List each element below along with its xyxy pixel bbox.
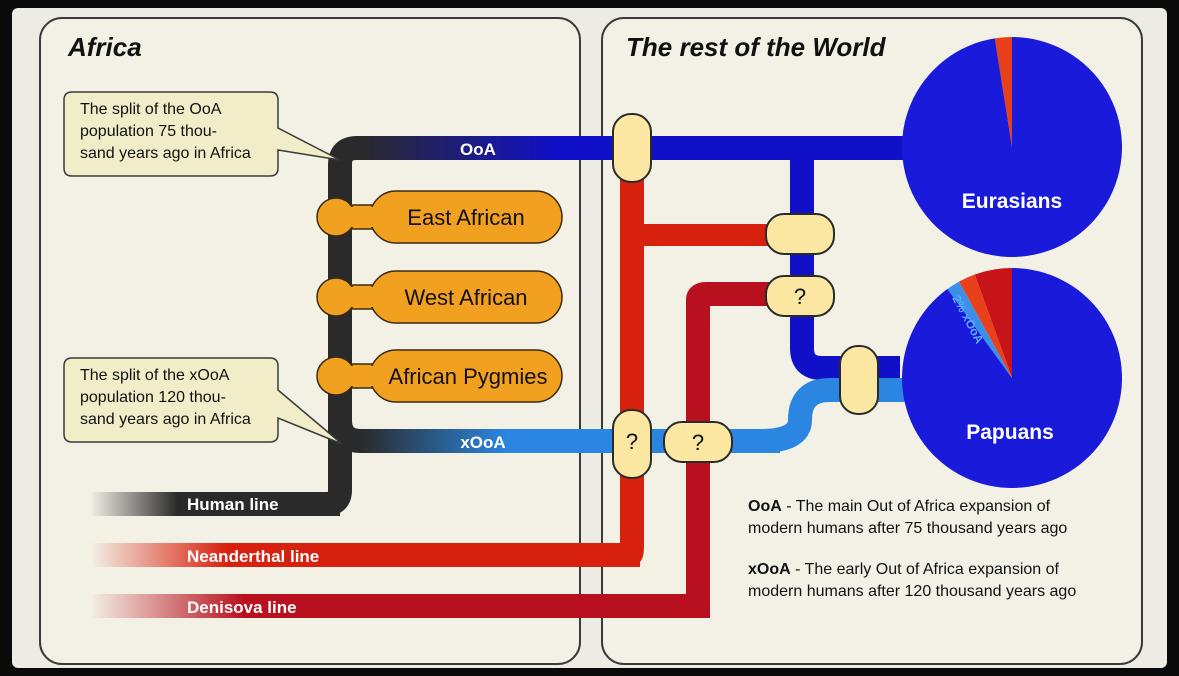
legend-ooa-term: OoA [748, 498, 782, 515]
pie-slice-neanderthal [959, 274, 1012, 378]
junction-denisova-unknown: ? [765, 275, 835, 317]
junction-papuan-merge [839, 345, 879, 415]
svg-text:The split of the OoA pop: The split of the OoA population 75 thou-… [80, 101, 251, 162]
junction-xooa-neanderthal-unknown: ? [612, 409, 652, 479]
svg-text:The split of the xOoA po: The split of the xOoA population 120 tho… [80, 367, 251, 428]
west-african-label: West African [404, 285, 527, 310]
east-african-label: East African [407, 205, 524, 230]
junction-eurasian-neanderthal [765, 213, 835, 255]
human-line-label: Human line [187, 495, 279, 514]
pie-slice-xooa [947, 281, 1012, 378]
xooa-line-label: xOoA [460, 433, 505, 452]
neanderthal-line [90, 140, 800, 567]
junction-ooa-neanderthal [612, 113, 652, 183]
pie-slice-denisova [974, 268, 1012, 378]
legend-xooa-line-1: xOoA - The early Out of Africa expansion… [748, 561, 1060, 578]
callout-ooa-line-3: sand years ago in Africa [80, 145, 251, 162]
legend-xooa-term: xOoA [748, 561, 791, 578]
population-east-african: East African [316, 190, 563, 244]
junction-xooa-denisova-qmark: ? [692, 430, 704, 455]
neanderthal-line-label: Neanderthal line [187, 547, 319, 566]
junction-denisova-qmark: ? [794, 284, 806, 309]
african-pygmies-label: African Pygmies [389, 364, 548, 389]
junction-xooa-neanderthal-qmark: ? [626, 429, 638, 454]
junction-xooa-denisova-unknown: ? [663, 421, 733, 463]
population-west-african: West African [316, 270, 563, 324]
legend-xooa-line-2: modern humans after 120 thousand years a… [748, 583, 1076, 600]
callout-ooa-line-1: The split of the OoA [80, 101, 222, 118]
pie-slice-neanderthal [994, 37, 1012, 147]
legend-ooa-line-2: modern humans after 75 thousand years ag… [748, 520, 1067, 537]
legend-ooa-desc-1: - The main Out of Africa expansion of [782, 498, 1051, 515]
callout-xooa-line-1: The split of the xOoA [80, 367, 230, 384]
callout-ooa-split: The split of the OoA population 75 thou-… [63, 91, 341, 177]
papuans-label: Papuans [966, 421, 1054, 444]
legend: OoA - The main Out of Africa expansion o… [748, 498, 1076, 600]
rest-of-world-panel-title: The rest of the World [626, 32, 887, 62]
population-african-pygmies: African Pygmies [316, 349, 563, 403]
legend-ooa-line-1: OoA - The main Out of Africa expansion o… [748, 498, 1051, 515]
ooa-line-label: OoA [460, 140, 496, 159]
callout-xooa-line-3: sand years ago in Africa [80, 411, 251, 428]
pie-slice-ooa [902, 268, 1122, 489]
denisova-line-label: Denisova line [187, 598, 297, 617]
callout-xooa-split: The split of the xOoA population 120 tho… [63, 357, 343, 445]
eurasians-label: Eurasians [962, 190, 1062, 213]
denisova-line [90, 282, 800, 618]
pie-papuans [902, 268, 1122, 489]
pie-eurasians [901, 37, 1122, 257]
callout-ooa-line-2: population 75 thou- [80, 123, 217, 140]
legend-xooa-desc-1: - The early Out of Africa expansion of [791, 561, 1060, 578]
callout-xooa-line-2: population 120 thou- [80, 389, 226, 406]
pie-slice-ooa [901, 37, 1122, 257]
africa-panel-title: Africa [67, 32, 142, 62]
